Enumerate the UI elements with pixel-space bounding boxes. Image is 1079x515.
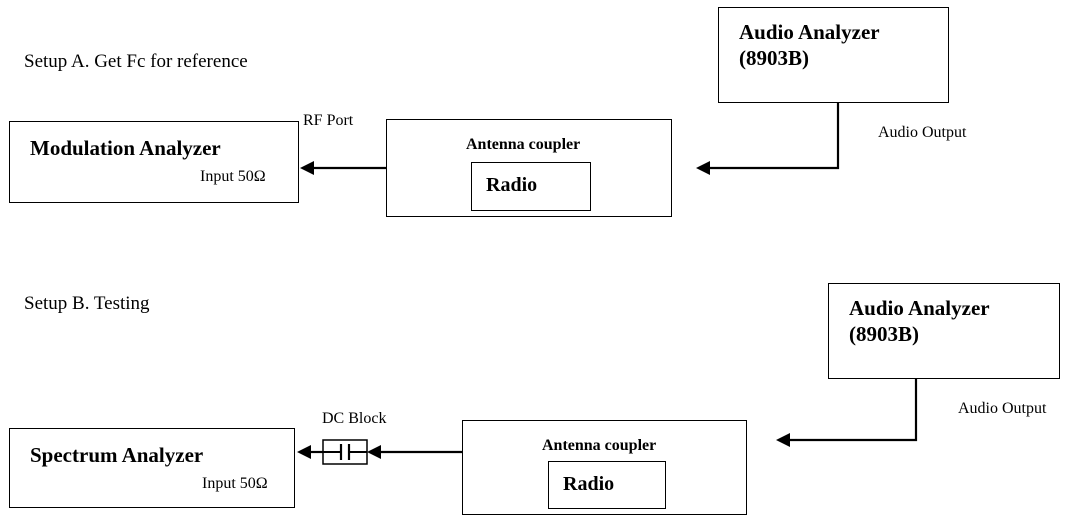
- radio-box-a: Radio: [471, 162, 591, 211]
- dc-block-label: DC Block: [322, 410, 387, 427]
- audio-analyzer-label-b: Audio Analyzer: [849, 296, 990, 320]
- audio-analyzer-box-a: Audio Analyzer (8903B): [718, 7, 949, 103]
- connection-wires: [297, 103, 918, 465]
- audio-output-wire-a: [710, 103, 840, 170]
- arrowhead-dcblock-in: [367, 445, 381, 459]
- audio-analyzer-box-b: Audio Analyzer (8903B): [828, 283, 1060, 379]
- antenna-coupler-label-a: Antenna coupler: [466, 136, 581, 153]
- arrowhead-spectrum-in: [297, 445, 311, 459]
- modulation-analyzer-label: Modulation Analyzer: [30, 136, 221, 160]
- spectrum-analyzer-label: Spectrum Analyzer: [30, 443, 204, 467]
- setup-b-title: Setup B. Testing: [24, 293, 150, 314]
- radio-label-b: Radio: [563, 473, 615, 495]
- arrowhead-coupler-in-b: [776, 433, 790, 447]
- audio-analyzer-model-b: (8903B): [849, 322, 919, 346]
- arrowhead-coupler-in-a: [696, 161, 710, 175]
- audio-analyzer-model-a: (8903B): [739, 46, 809, 70]
- spectrum-analyzer-box: Spectrum Analyzer Input 50Ω: [9, 428, 295, 508]
- audio-output-label-b: Audio Output: [958, 400, 1047, 417]
- rf-port-label: RF Port: [303, 112, 354, 129]
- antenna-coupler-box-a: Antenna coupler Radio: [386, 119, 672, 217]
- spectrum-analyzer-input-label: Input 50Ω: [202, 475, 268, 492]
- audio-analyzer-label-a: Audio Analyzer: [739, 20, 880, 44]
- setup-a-title: Setup A. Get Fc for reference: [24, 51, 248, 72]
- antenna-coupler-label-b: Antenna coupler: [542, 437, 657, 454]
- audio-output-label-a: Audio Output: [878, 124, 967, 141]
- modulation-analyzer-input-label: Input 50Ω: [200, 168, 266, 185]
- arrowhead-modulation-in: [300, 161, 314, 175]
- modulation-analyzer-box: Modulation Analyzer Input 50Ω: [9, 121, 299, 203]
- radio-label-a: Radio: [486, 174, 538, 196]
- audio-output-wire-b: [789, 379, 918, 442]
